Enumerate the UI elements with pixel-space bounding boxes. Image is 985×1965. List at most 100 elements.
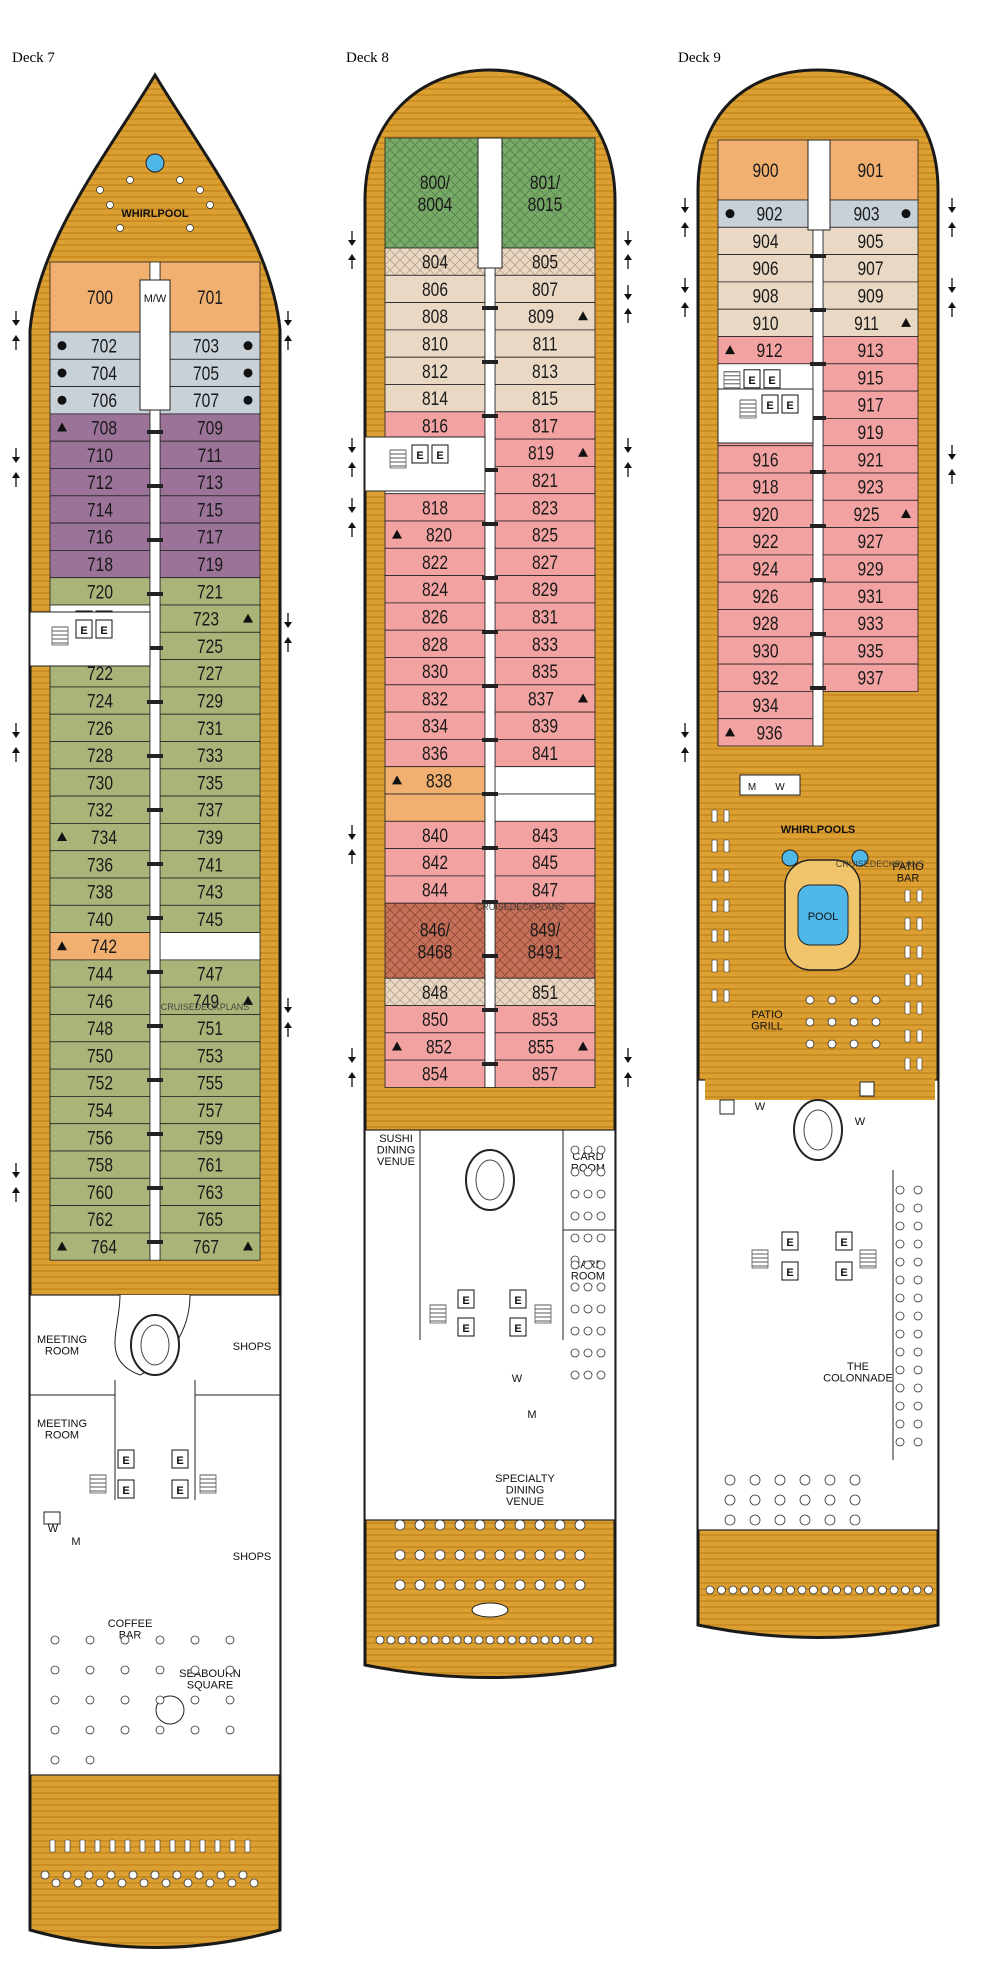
table-icon <box>717 1585 726 1595</box>
w-label: W <box>855 1116 866 1128</box>
table-icon <box>749 1474 761 1486</box>
table-icon <box>514 1579 526 1591</box>
table-icon <box>518 1635 528 1645</box>
suite-number: 821 <box>532 470 558 492</box>
wheelchair-triangle-icon <box>392 529 402 539</box>
accessible-icon <box>859 1081 875 1097</box>
arrow-up-icon <box>624 254 632 269</box>
suite-738 <box>49 877 151 906</box>
lounger-icon <box>94 1839 101 1853</box>
arrow-down-icon <box>948 445 956 460</box>
table-icon <box>176 176 184 184</box>
arrow-down-icon <box>284 998 292 1013</box>
suite-number: 765 <box>197 1209 223 1231</box>
suite-929 <box>822 554 919 583</box>
door-marker <box>810 362 826 366</box>
table-icon <box>809 1585 818 1595</box>
table-icon <box>529 1635 539 1645</box>
arrow-up-icon <box>284 335 292 350</box>
hatch <box>385 903 485 979</box>
suite-number: 936 <box>757 722 783 744</box>
wheelchair-triangle-icon <box>578 1041 588 1051</box>
table-icon <box>913 1239 923 1249</box>
table-icon <box>895 1401 905 1411</box>
wheelchair-triangle-icon <box>578 693 588 703</box>
suite-number: 906 <box>753 258 779 280</box>
table-icon <box>596 1145 606 1155</box>
suite-number: 925 <box>854 503 880 525</box>
spiral-stair-inner <box>475 1159 505 1201</box>
door-marker <box>482 522 498 526</box>
suite-number: 800/8004 <box>418 172 453 216</box>
suite-number: 822 <box>422 551 448 573</box>
table-icon <box>805 1017 815 1027</box>
elevator-label: E <box>786 1237 793 1249</box>
accessible-icon <box>719 1099 735 1115</box>
lounger-icon <box>904 945 911 959</box>
suite-906 <box>717 254 814 283</box>
lounger-icon <box>904 917 911 931</box>
suite-743 <box>159 877 261 906</box>
elevator-label: E <box>416 450 423 462</box>
lounger-icon <box>711 809 718 823</box>
lounger-icon <box>711 929 718 943</box>
table-icon <box>751 1585 761 1595</box>
elevator-icon: E <box>171 1449 189 1469</box>
table-icon <box>408 1635 418 1645</box>
suite-number: 736 <box>87 854 113 876</box>
suite-number: 720 <box>87 581 113 603</box>
arrow-down-icon <box>348 1048 356 1063</box>
suite-917 <box>822 390 919 419</box>
table-icon <box>849 1494 861 1506</box>
suite-number: 850 <box>422 1009 448 1031</box>
table-icon <box>574 1549 586 1561</box>
suite-number: 908 <box>753 285 779 307</box>
balcony-dot-icon <box>901 209 911 219</box>
suite-number: 726 <box>87 717 113 739</box>
suite-844 <box>384 875 486 904</box>
table-icon <box>583 1326 593 1336</box>
suite-701 <box>159 261 261 333</box>
suite-number: 853 <box>532 1009 558 1031</box>
arrow-up-icon <box>284 1022 292 1037</box>
table-icon <box>570 1348 580 1358</box>
suite-number: 852 <box>426 1036 452 1058</box>
suite-931 <box>822 581 919 610</box>
table-icon <box>414 1579 426 1591</box>
meeting-room-label-line: MEETING <box>37 1334 87 1346</box>
suite-937 <box>822 663 919 692</box>
table-icon <box>849 1039 859 1049</box>
suite-837 <box>494 684 596 713</box>
table-icon <box>728 1585 738 1595</box>
table-icon <box>889 1585 899 1595</box>
door-marker <box>810 470 826 474</box>
suite-number: 931 <box>858 585 884 607</box>
table-icon <box>895 1437 905 1447</box>
table-icon <box>705 1585 715 1595</box>
wheelchair-triangle-icon <box>57 941 67 951</box>
lounger-icon <box>723 809 730 823</box>
suite-number: 732 <box>87 799 113 821</box>
suite-number: 902 <box>757 203 783 225</box>
colonnade-label-line: THE <box>847 1361 869 1373</box>
elevator-label: E <box>436 450 443 462</box>
lounger-icon <box>904 973 911 987</box>
hatch <box>385 978 485 1006</box>
wheelchair-triangle-icon <box>901 508 911 518</box>
suite-number-line: 846/ <box>420 919 450 941</box>
cabin-row: 936 <box>717 718 814 747</box>
table-icon <box>866 1585 876 1595</box>
suite-number: 901 <box>858 160 884 182</box>
corridor <box>149 261 161 1261</box>
table-icon <box>172 1870 182 1880</box>
door-marker <box>482 468 498 472</box>
suite-918 <box>717 472 814 501</box>
suite-number: 762 <box>87 1209 113 1231</box>
